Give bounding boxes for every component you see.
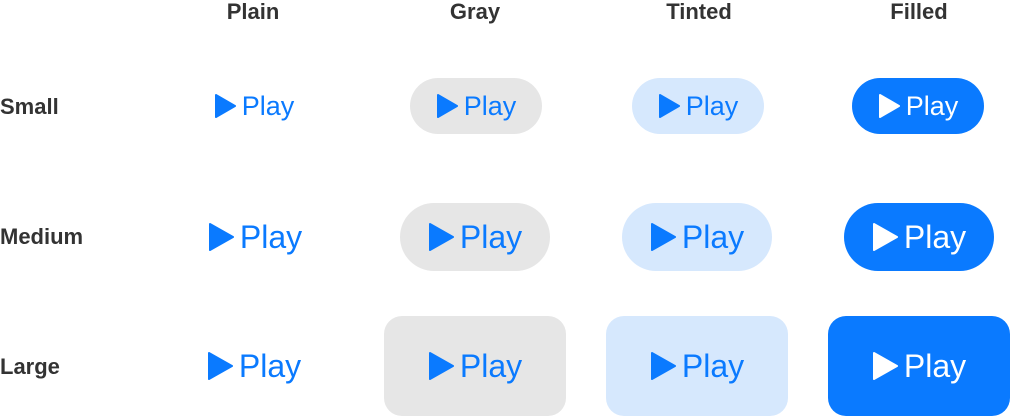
button-label: Play xyxy=(238,347,302,384)
button-label: Play xyxy=(459,347,523,384)
play-icon xyxy=(650,223,676,251)
play-button-filled-medium[interactable]: Play xyxy=(844,203,994,271)
button-label: Play xyxy=(239,218,303,255)
play-icon xyxy=(872,352,898,380)
play-icon xyxy=(872,223,898,251)
button-label: Play xyxy=(463,90,517,121)
column-header-plain: Plain xyxy=(226,0,280,24)
play-icon xyxy=(650,352,676,380)
button-label: Play xyxy=(905,90,959,121)
play-button-filled-small[interactable]: Play xyxy=(852,78,984,134)
play-icon xyxy=(658,94,680,118)
play-button-plain-medium[interactable]: Play xyxy=(180,203,330,271)
button-label: Play xyxy=(459,218,523,255)
row-label-small: Small xyxy=(0,94,59,119)
play-icon xyxy=(208,223,234,251)
button-label: Play xyxy=(903,218,967,255)
play-button-gray-small[interactable]: Play xyxy=(410,78,542,134)
column-header-gray: Gray xyxy=(449,0,501,24)
play-button-tinted-large[interactable]: Play xyxy=(606,316,788,416)
column-header-tinted: Tinted xyxy=(666,0,732,24)
play-icon xyxy=(428,352,454,380)
play-button-tinted-medium[interactable]: Play xyxy=(622,203,772,271)
play-button-tinted-small[interactable]: Play xyxy=(632,78,764,134)
play-button-gray-medium[interactable]: Play xyxy=(400,203,550,271)
play-icon xyxy=(207,352,233,380)
play-button-plain-small[interactable]: Play xyxy=(188,78,320,134)
button-label: Play xyxy=(681,218,745,255)
button-label: Play xyxy=(903,347,967,384)
column-header-filled: Filled xyxy=(890,0,948,24)
button-label: Play xyxy=(685,90,739,121)
play-button-plain-large[interactable]: Play xyxy=(163,316,345,416)
play-button-gray-large[interactable]: Play xyxy=(384,316,566,416)
play-icon xyxy=(214,94,236,118)
button-label: Play xyxy=(681,347,745,384)
play-icon xyxy=(878,94,900,118)
row-label-medium: Medium xyxy=(0,224,84,249)
play-icon xyxy=(428,223,454,251)
play-icon xyxy=(436,94,458,118)
button-label: Play xyxy=(241,90,295,121)
row-label-large: Large xyxy=(0,354,60,379)
play-button-filled-large[interactable]: Play xyxy=(828,316,1010,416)
